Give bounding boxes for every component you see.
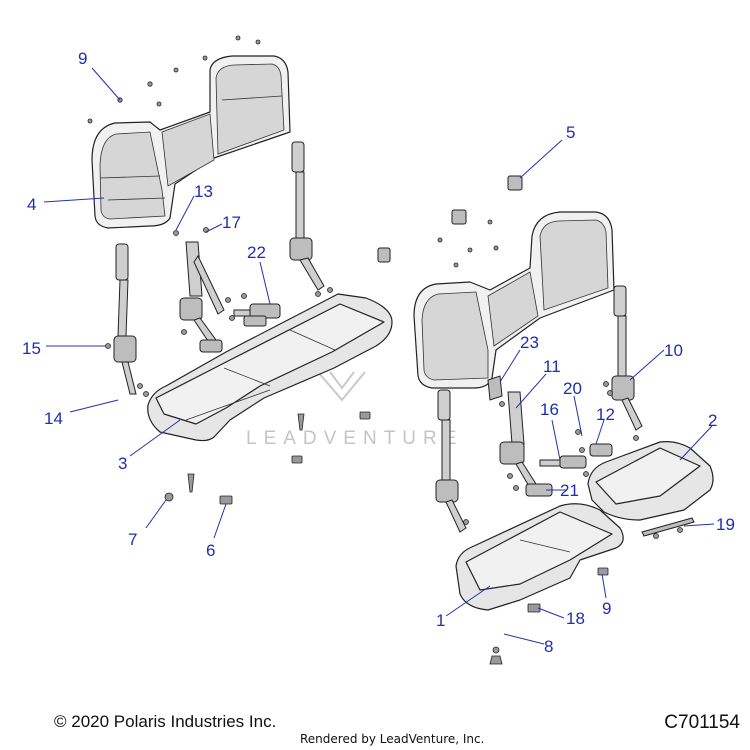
copyright-notice: © 2020 Polaris Industries Inc.: [54, 712, 277, 731]
right-seat-back: [413, 211, 615, 389]
callout-20: 20: [563, 379, 582, 398]
callout-labels: 9 4 13 17 22 15 14 3 7 6 5 10 23 11 20 1…: [22, 49, 735, 656]
callout-17: 17: [222, 213, 241, 232]
rendered-by-credit: Rendered by LeadVenture, Inc.: [300, 732, 485, 746]
callout-9-right: 9: [602, 599, 611, 618]
watermark-logo: LEADVENTURE: [246, 371, 463, 449]
left-seat-belt-back: [289, 141, 333, 297]
callout-23: 23: [520, 333, 539, 352]
callout-16: 16: [540, 400, 559, 419]
left-seat-belt-17: [173, 227, 225, 353]
callout-9: 9: [78, 49, 87, 68]
right-seat-cushion-2: [587, 441, 714, 521]
drawing-number: C701154: [664, 712, 740, 733]
callout-10: 10: [664, 341, 683, 360]
callout-22: 22: [247, 243, 266, 262]
right-bracket-23: [487, 375, 503, 401]
callout-11: 11: [543, 357, 561, 376]
callout-7: 7: [128, 530, 137, 549]
right-buckle-16: [513, 455, 589, 497]
bracket-19: [641, 517, 695, 539]
right-seat-belt-10: [603, 285, 643, 441]
callout-13: 13: [194, 182, 213, 201]
right-bottom-hardware: [489, 567, 609, 665]
callout-2: 2: [708, 411, 717, 430]
callout-14: 14: [44, 409, 63, 428]
leader-lines: [43, 67, 715, 645]
right-seat-belt-lower: [435, 389, 469, 533]
callout-3: 3: [118, 454, 127, 473]
callout-15: 15: [22, 339, 41, 358]
left-seat-back: [91, 55, 291, 229]
callout-4: 4: [27, 195, 36, 214]
callout-6: 6: [206, 541, 215, 560]
right-buckle-12: [575, 429, 613, 457]
right-seat-cushion-1: [455, 503, 624, 611]
callout-19: 19: [716, 515, 735, 534]
callout-8: 8: [544, 637, 553, 656]
left-seat-cushion: [147, 293, 393, 442]
left-buckle-22: [225, 293, 281, 327]
callout-5: 5: [566, 123, 575, 142]
right-seat-belt-11: [499, 391, 537, 489]
callout-21: 21: [560, 481, 579, 500]
right-back-hardware: [377, 175, 523, 268]
callout-12: 12: [596, 405, 615, 424]
watermark-text: LEADVENTURE: [246, 428, 463, 449]
left-bottom-hardware: [164, 411, 371, 505]
left-seat-belt-15: [105, 243, 149, 397]
callout-18: 18: [566, 609, 585, 628]
callout-1: 1: [436, 611, 445, 630]
